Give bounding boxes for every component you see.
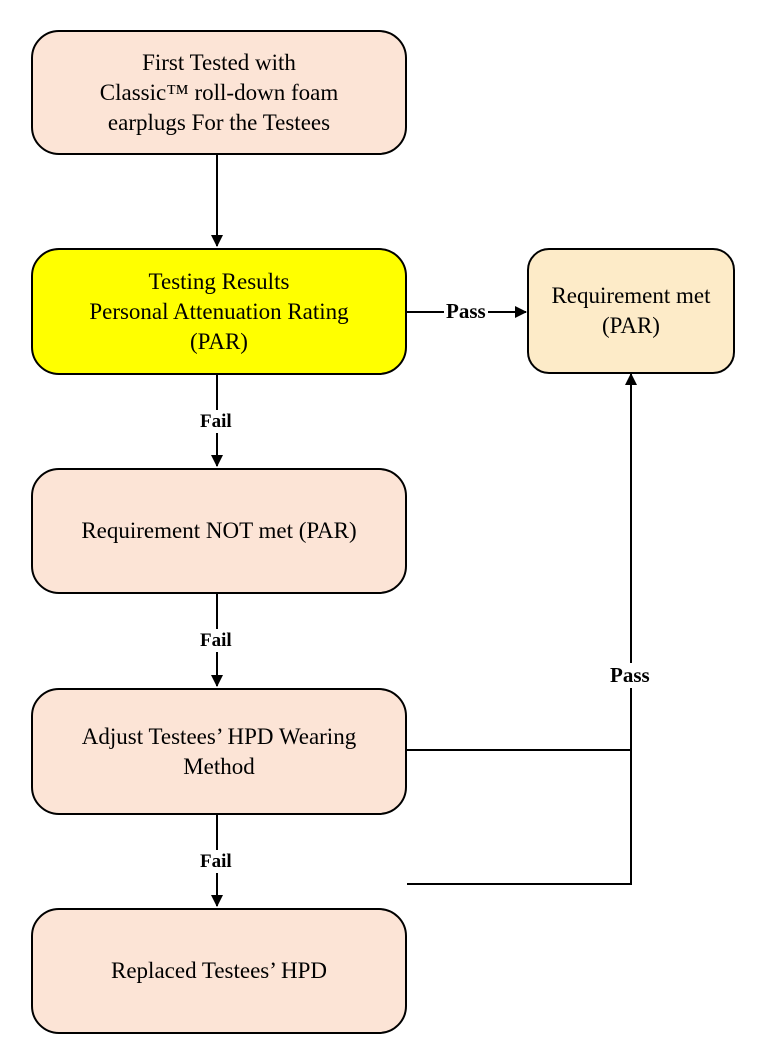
edge-label-pass-top: Pass [444,299,488,323]
node-adjust-wearing-text: Adjust Testees’ HPD Wearing Method [81,723,357,779]
node-requirement-not-met: Requirement NOT met (PAR) [31,468,407,594]
edge-label-fail-1: Fail [199,410,233,433]
node-first-tested-text: First Tested with Classic™ roll-down foa… [99,49,339,135]
edge-label-fail-3: Fail [199,850,233,873]
node-replaced-hpd: Replaced Testees’ HPD [31,908,407,1034]
node-replaced-hpd-text: Replaced Testees’ HPD [111,958,327,983]
node-testing-results: Testing Results Personal Attenuation Rat… [31,248,407,375]
node-requirement-met-text: Requirement met (PAR) [551,283,711,338]
edge-label-pass-right: Pass [608,663,652,688]
node-first-tested: First Tested with Classic™ roll-down foa… [31,30,407,155]
node-adjust-wearing: Adjust Testees’ HPD Wearing Method [31,688,407,815]
node-requirement-not-met-text: Requirement NOT met (PAR) [81,518,357,543]
connector-replaced-to-pass-line [407,750,632,885]
node-requirement-met: Requirement met (PAR) [527,248,735,374]
node-testing-results-text: Testing Results Personal Attenuation Rat… [89,268,349,354]
edge-label-fail-2: Fail [199,629,233,652]
